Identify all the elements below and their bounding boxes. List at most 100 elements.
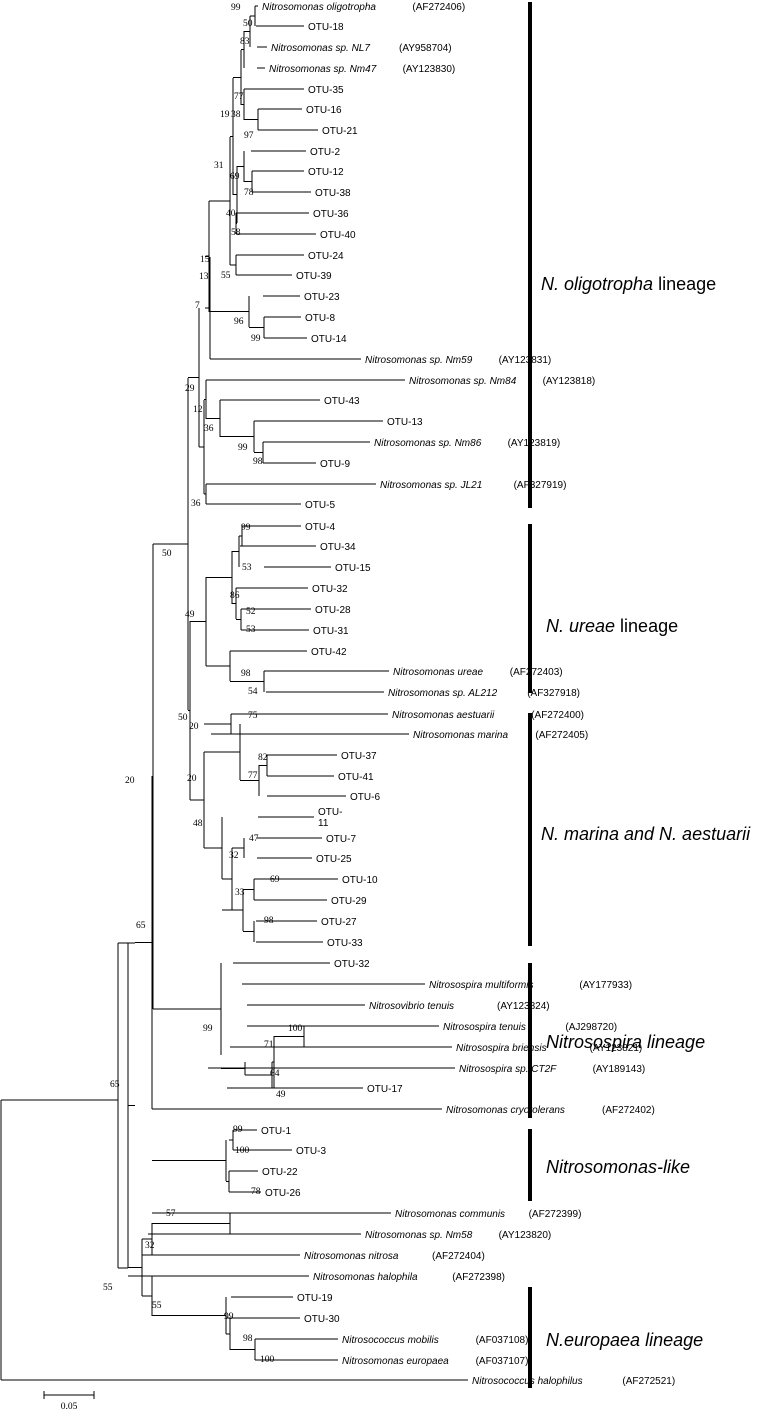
taxon-label: OTU- [318, 807, 342, 818]
bootstrap-value: 40 [226, 209, 236, 219]
bootstrap-value: 55 [103, 1283, 113, 1293]
taxon-label: OTU-14 [311, 334, 347, 345]
accession-label: (AF327918) [527, 688, 580, 699]
bootstrap-value: 98 [253, 457, 263, 467]
clade-label-italic: N.europaea lineage [546, 1330, 703, 1350]
accession-label: (AF037108) [476, 1335, 529, 1346]
bootstrap-value: 29 [185, 384, 195, 394]
taxon-label: OTU-6 [350, 792, 380, 803]
accession-label: (AY123819) [508, 438, 561, 449]
bootstrap-value: 99 [241, 523, 251, 533]
taxon-label: Nitrosomonas halophila [313, 1272, 418, 1283]
bootstrap-value: 57 [166, 1209, 176, 1219]
taxon-label: OTU-18 [308, 22, 344, 33]
taxon-label: OTU-41 [338, 772, 374, 783]
accession-label: (AJ298720) [565, 1022, 617, 1033]
taxon-label: Nitrosomonas sp. Nm59 [365, 355, 473, 366]
accession-label: (AF272521) [622, 1376, 675, 1387]
bootstrap-value: 75 [248, 711, 258, 721]
bootstrap-value: 7 [195, 301, 200, 311]
taxon-label: OTU-36 [313, 209, 349, 220]
clade-label: N. ureae lineage [546, 616, 678, 636]
taxon-label: Nitrosomonas sp. Nm47 [269, 64, 377, 75]
bootstrap-value: 100 [288, 1024, 303, 1034]
clade-label: N. oligotropha lineage [541, 274, 716, 294]
taxon-label: OTU-33 [327, 938, 363, 949]
bootstrap-value: 78 [251, 1187, 261, 1197]
bootstrap-value: 99 [238, 443, 248, 453]
bootstrap-value: 83 [240, 37, 250, 47]
bootstrap-value: 100 [235, 1146, 250, 1156]
taxon-label: OTU-13 [387, 417, 423, 428]
bootstrap-value: 38 [231, 110, 241, 120]
taxon-label: OTU-40 [320, 230, 356, 241]
bootstrap-value: 54 [248, 687, 258, 697]
taxon-label: OTU-42 [311, 647, 347, 658]
taxon-label: Nitrosomonas sp. Nm84 [409, 376, 517, 387]
bootstrap-value: 12 [193, 405, 203, 415]
bootstrap-value: 99 [231, 3, 241, 13]
taxon-label: Nitrosomonas communis [395, 1209, 505, 1220]
accession-label: (AF327919) [514, 480, 567, 491]
bootstrap-value: 65 [136, 921, 146, 931]
clade-label: N. marina and N. aestuarii [541, 824, 751, 844]
taxon-label: Nitrosomonas marina [413, 730, 508, 741]
bootstrap-value: 77 [234, 92, 244, 102]
bootstrap-value: 36 [191, 499, 201, 509]
bootstrap-value: 97 [244, 131, 254, 141]
bootstrap-value: 13 [199, 272, 209, 282]
taxon-label: OTU-32 [312, 584, 348, 595]
bootstrap-value: 33 [235, 888, 245, 898]
taxon-label: OTU-24 [308, 251, 344, 262]
bootstrap-value: 32 [145, 1241, 155, 1251]
bootstrap-value: 15 [200, 255, 210, 265]
taxon-label: OTU-17 [367, 1084, 403, 1095]
bootstrap-value: 47 [249, 834, 259, 844]
bootstrap-value: 48 [193, 819, 203, 829]
accession-label: (AY123821) [590, 1043, 643, 1054]
bootstrap-value: 49 [185, 610, 195, 620]
bootstrap-value: 98 [243, 1334, 253, 1344]
bootstrap-value: 65 [110, 1080, 120, 1090]
taxon-label: OTU-15 [335, 563, 371, 574]
accession-label: (AF272399) [529, 1209, 582, 1220]
bootstrap-value: 50 [162, 549, 172, 559]
taxon-label: Nitrosospira multiformis [429, 980, 533, 991]
taxon-label: Nitrosococcus halophilus [472, 1376, 583, 1387]
taxon-label-continued: 11 [318, 818, 329, 829]
taxon-label: OTU-9 [320, 459, 350, 470]
taxon-label: OTU-27 [321, 917, 357, 928]
bootstrap-value: 69 [230, 172, 240, 182]
taxon-label: OTU-26 [265, 1188, 301, 1199]
taxon-label: OTU-19 [297, 1293, 333, 1304]
taxon-label: Nitrosospira briensis [456, 1043, 547, 1054]
taxon-label: Nitrosomonas sp. NL7 [271, 43, 370, 54]
bootstrap-value: 53 [242, 563, 252, 573]
bootstrap-value: 86 [230, 591, 240, 601]
bootstrap-value: 64 [270, 1069, 280, 1079]
clade-label-suffix: lineage [615, 616, 678, 636]
accession-label: (AY189143) [593, 1064, 646, 1075]
bootstrap-value: 53 [246, 625, 256, 635]
taxon-label: Nitrosovibrio tenuis [369, 1001, 454, 1012]
taxon-label: OTU-16 [306, 105, 342, 116]
taxon-label: OTU-35 [308, 85, 344, 96]
taxon-label: OTU-38 [315, 188, 351, 199]
accession-label: (AY958704) [399, 43, 452, 54]
accession-label: (AF037107) [476, 1356, 529, 1367]
bootstrap-value: 77 [248, 771, 258, 781]
taxon-label: Nitrosomonas cryotolerans [446, 1105, 565, 1116]
taxon-label: Nitrosomonas ureae [393, 667, 483, 678]
taxon-label: OTU-34 [320, 542, 356, 553]
taxon-label: OTU-7 [326, 834, 356, 845]
taxon-label: Nitrosospira sp. CT2F [459, 1064, 557, 1075]
taxon-label: OTU-2 [310, 147, 340, 158]
taxon-label: OTU-37 [341, 751, 377, 762]
bootstrap-value: 99 [251, 334, 261, 344]
accession-label: (AY123818) [543, 376, 596, 387]
bootstrap-value: 36 [204, 424, 214, 434]
bootstrap-value: 99 [224, 1312, 234, 1322]
bootstrap-value: 49 [276, 1090, 286, 1100]
taxon-label: OTU-10 [342, 875, 378, 886]
